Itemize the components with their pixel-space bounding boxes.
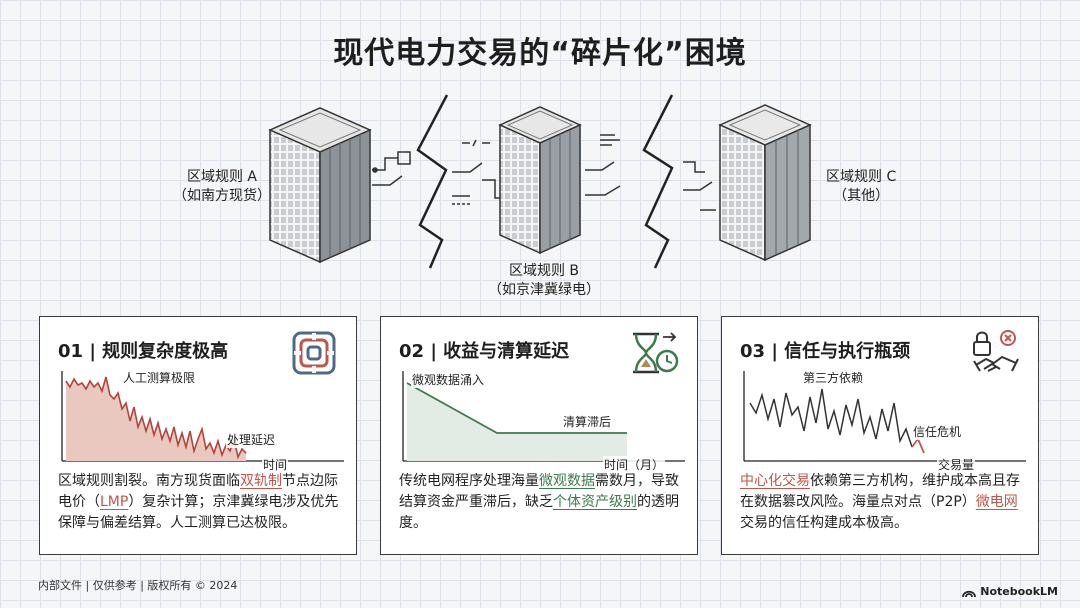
desc-text: 的透明度。 [399,494,679,531]
desc-highlight: 微观数据 [539,473,595,489]
complexity-chart [61,371,344,462]
fragmented-regions-illustration [268,94,812,269]
trust-line [749,388,913,448]
card-settlement-delay: 02 | 收益与清算延迟 微观数据涌入 清算滞后 时间（月） 传统电网程序处理海… [380,316,698,555]
crack-left-icon [416,94,449,269]
desc-highlight: 中心化交易 [740,473,810,489]
card-rule-complexity: 01 | 规则复杂度极高 人工测算极限 处理延迟 时间 区域规则割裂。南方现货面… [39,316,357,555]
chart-peak-label: 第三方依赖 [802,369,865,386]
chart-end-label: 信任危机 [912,423,963,440]
trust-chart [743,371,1026,462]
notebooklm-logo: NotebookLM [962,585,1058,598]
region-b-detail: （如京津冀绿电） [488,282,600,298]
chart-xaxis-label: 交易量 [937,456,976,473]
region-b-label: 区域规则 B （如京津冀绿电） [488,262,600,300]
card-description: 中心化交易依赖第三方机构，维护成本高且存在数据篡改风险。海量点对点（P2P）微电… [740,471,1030,534]
crack-right-icon [642,94,674,269]
complexity-line [65,376,247,460]
complexity-area [66,377,246,461]
region-a-name: 区域规则 A [186,169,258,185]
settlement-area [407,383,627,461]
building-c-icon [718,104,812,262]
logo-text: NotebookLM [980,585,1058,598]
region-a-detail: （如南方现货） [173,188,271,204]
region-b-name: 区域规则 B [508,263,580,279]
desc-text: 区域规则割裂。南方现货面临 [58,473,240,489]
desc-text: 依赖第三方机构，维护成本高且存在数据篡改风险。海量点对点（P2P） [740,473,1020,510]
chart-end-label: 处理延迟 [226,431,277,448]
chart-xaxis-label: 时间（月） [603,456,666,473]
region-c-detail: （其他） [833,188,890,204]
region-a-label: 区域规则 A （如南方现货） [173,168,271,206]
maze-icon [292,331,336,375]
broken-connector-ab-icon [372,139,500,205]
chart-xaxis-label: 时间 [262,456,289,473]
page-title: 现代电力交易的“碎片化”困境 [333,36,747,71]
building-a-icon [268,107,372,264]
desc-text: ）复杂计算；京津冀绿电涉及优先保障与偏差结算。人工测算已达极限。 [58,494,339,531]
chart-end-label: 清算滞后 [562,413,613,430]
desc-text: 交易的信任构建成本极高。 [740,515,908,531]
card-description: 传统电网程序处理海量微观数据需数月，导致结算资金严重滞后，缺乏个体资产级别的透明… [399,471,689,534]
desc-highlight: LMP [100,494,129,510]
footer-note: 内部文件 | 仅供参考 | 版权所有 © 2024 [38,579,238,592]
broken-connector-bc-icon [585,134,716,211]
card-trust-bottleneck: 03 | 信任与执行瓶颈 第三方依赖 信任危机 交易量 中心化交易依赖第三方机构… [721,316,1039,555]
card-title: 02 | 收益与清算延迟 [399,341,570,362]
desc-text: 传统电网程序处理海量 [399,473,539,489]
region-c-name: 区域规则 C [826,169,897,185]
chart-start-label: 微观数据涌入 [411,371,486,388]
desc-highlight: 双轨制 [240,473,282,489]
card-title: 03 | 信任与执行瓶颈 [740,341,911,362]
notebooklm-logo-icon [962,590,977,597]
desc-text: 需数月，导致结算资金严重滞后，缺乏 [399,473,679,510]
hourglass-clock-icon [633,332,679,374]
desc-highlight: 微电网 [975,494,1018,510]
card-description: 区域规则割裂。南方现货面临双轨制节点边际电价（LMP）复杂计算；京津冀绿电涉及优… [58,471,348,534]
building-b-icon [498,106,582,255]
desc-highlight: 个体资产级别 [553,494,637,510]
desc-text: 节点边际电价（ [58,473,338,510]
card-title: 01 | 规则复杂度极高 [58,341,229,362]
region-c-label: 区域规则 C （其他） [826,168,896,206]
trust-crisis-line [911,437,925,454]
settlement-line [406,382,627,434]
broken-handshake-icon [973,330,1019,372]
chart-peak-label: 人工测算极限 [122,369,197,386]
